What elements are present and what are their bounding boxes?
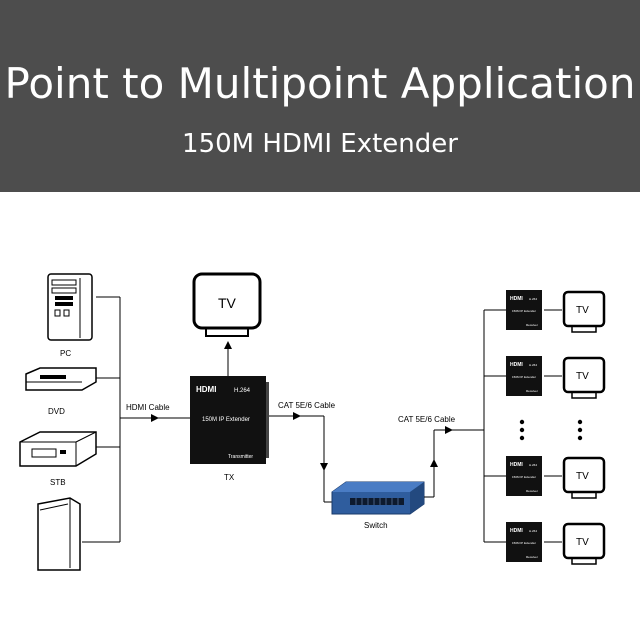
set-top-box-icon xyxy=(19,431,97,467)
source-label-stb: STB xyxy=(50,478,66,487)
rx4-logo: HDMI xyxy=(510,528,523,534)
rx3-product: 150M IP Extender xyxy=(512,475,536,479)
rx3-logo: HDMI xyxy=(510,462,523,468)
receiver-box xyxy=(506,522,542,562)
local-tv-icon xyxy=(192,272,262,337)
receiver-box xyxy=(506,356,542,396)
header-banner: Point to Multipoint Application 150M HDM… xyxy=(0,0,640,192)
rx2-model: H.264 xyxy=(529,363,537,367)
rx4-product: 150M IP Extender xyxy=(512,541,536,545)
rx1-tv-label: TV xyxy=(576,305,589,316)
rx2-role: Receiver xyxy=(526,389,538,393)
tv-icon xyxy=(562,290,606,333)
tx-logo: HDMI xyxy=(196,385,216,394)
switch-label: Switch xyxy=(364,521,388,530)
rx1-logo: HDMI xyxy=(510,296,523,302)
transmitter-box xyxy=(190,376,269,464)
dvd-player-icon xyxy=(25,367,97,391)
tv-icon xyxy=(562,522,606,565)
rx1-model: H.264 xyxy=(529,297,537,301)
rx1-role: Receiver xyxy=(526,323,538,327)
rx3-role: Receiver xyxy=(526,489,538,493)
tx-role: Transmitter xyxy=(228,454,253,460)
pc-tower-icon xyxy=(47,273,93,341)
rx4-model: H.264 xyxy=(529,529,537,533)
rx1-product: 150M IP Extender xyxy=(512,309,536,313)
rx4-tv-label: TV xyxy=(576,537,589,548)
receiver-box xyxy=(506,290,542,330)
rx2-product: 150M IP Extender xyxy=(512,375,536,379)
rx2-tv-label: TV xyxy=(576,371,589,382)
tx-product: 150M IP Extender xyxy=(202,417,250,423)
game-console-icon xyxy=(37,497,81,571)
tv-icon xyxy=(562,356,606,399)
more-receivers-dots xyxy=(519,419,583,441)
source-label-pc: PC xyxy=(60,349,71,358)
switch-rx-connector xyxy=(424,309,506,543)
source-connectors xyxy=(82,296,190,543)
tx-switch-connector xyxy=(269,412,336,503)
tx-model: H.264 xyxy=(234,388,251,394)
tx-caption: TX xyxy=(224,473,235,482)
network-switch-icon xyxy=(331,481,425,515)
tv-icon xyxy=(562,456,606,499)
cat-cable-rx-label: CAT 5E/6 Cable xyxy=(398,415,456,424)
rx3-tv-label: TV xyxy=(576,471,589,482)
page-subtitle: 150M HDMI Extender xyxy=(182,129,458,159)
source-label-dvd: DVD xyxy=(48,407,65,416)
hdmi-cable-label: HDMI Cable xyxy=(126,403,170,412)
application-diagram: PC DVD STB HDMI Cable TV xyxy=(19,272,606,571)
rx3-model: H.264 xyxy=(529,463,537,467)
rx2-logo: HDMI xyxy=(510,362,523,368)
receiver-box xyxy=(506,456,542,496)
cat-cable-tx-label: CAT 5E/6 Cable xyxy=(278,401,336,410)
local-tv-label: TV xyxy=(218,295,237,311)
rx4-role: Receiver xyxy=(526,555,538,559)
page-title: Point to Multipoint Application xyxy=(4,59,636,108)
